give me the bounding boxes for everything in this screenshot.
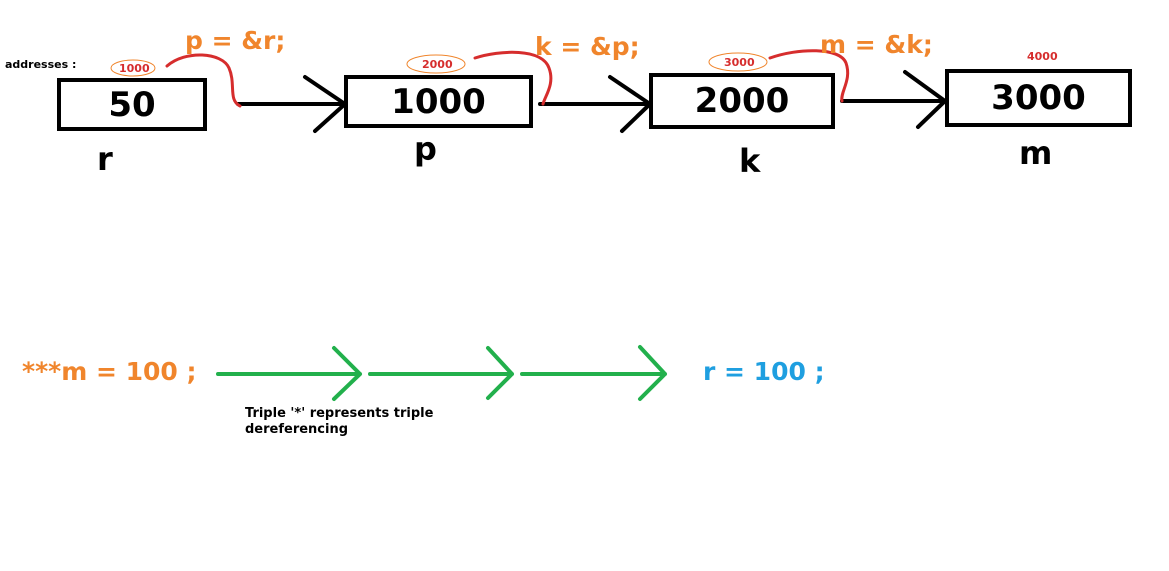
name-p: p: [414, 130, 437, 168]
address-ellipse-k: [708, 52, 768, 72]
box-k: 2000: [649, 73, 835, 129]
box-p: 1000: [344, 75, 533, 128]
pointer-curve-m: [768, 49, 850, 103]
deref-expression: ***m = 100 ;: [22, 357, 197, 386]
name-r: r: [97, 140, 113, 178]
value-r: 50: [108, 84, 156, 125]
addresses-label: addresses :: [5, 58, 77, 71]
assignment-p: p = &r;: [185, 26, 286, 55]
pointer-curve-p: [165, 53, 242, 108]
arrow-p-to-k: [538, 75, 652, 133]
name-k: k: [739, 142, 761, 180]
address-r: 1000: [119, 62, 150, 75]
value-m: 3000: [991, 78, 1086, 118]
value-k: 2000: [694, 81, 790, 121]
arrow-k-to-m: [840, 70, 947, 129]
deref-arrow-1: [216, 346, 362, 401]
address-m: 4000: [1027, 50, 1058, 63]
deref-note: Triple '*' represents triple dereferenci…: [245, 406, 434, 437]
box-r: 50: [57, 78, 207, 131]
name-m: m: [1019, 134, 1053, 172]
address-ellipse-r: [110, 59, 156, 77]
address-ellipse-p: [406, 54, 466, 74]
address-p: 2000: [422, 58, 453, 71]
deref-arrow-2: [368, 346, 514, 400]
address-k: 3000: [724, 56, 755, 69]
deref-result: r = 100 ;: [703, 357, 825, 386]
deref-arrow-3: [520, 345, 667, 401]
assignment-m: m = &k;: [820, 30, 933, 59]
arrow-r-to-p: [236, 75, 347, 133]
value-p: 1000: [391, 81, 486, 122]
box-m: 3000: [945, 69, 1132, 127]
pointer-curve-k: [473, 50, 553, 106]
assignment-k: k = &p;: [535, 32, 640, 61]
